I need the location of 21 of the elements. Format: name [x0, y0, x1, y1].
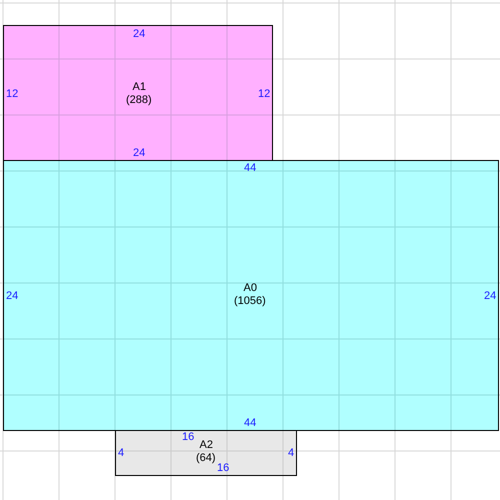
area-name: A0 — [244, 282, 257, 295]
area-name: A1 — [132, 81, 146, 94]
area-value: (64) — [196, 452, 216, 465]
side-length: 44 — [244, 162, 256, 175]
area-value: (1056) — [234, 295, 266, 308]
side-length: 12 — [258, 88, 270, 101]
side-length: 44 — [244, 417, 256, 430]
side-length: 24 — [133, 28, 146, 41]
side-length: 16 — [217, 462, 230, 475]
a1-region — [3, 25, 273, 161]
side-length: 24 — [6, 290, 18, 303]
side-length: 24 — [484, 290, 496, 303]
area-value: (288) — [126, 94, 152, 107]
side-length: 4 — [118, 447, 124, 460]
side-length: 16 — [182, 431, 194, 444]
side-length: 24 — [133, 147, 146, 160]
a0-region — [3, 160, 499, 431]
a2-region — [115, 430, 297, 476]
side-length: 12 — [6, 88, 18, 101]
side-length: 4 — [288, 447, 294, 460]
area-name: A2 — [200, 439, 213, 452]
